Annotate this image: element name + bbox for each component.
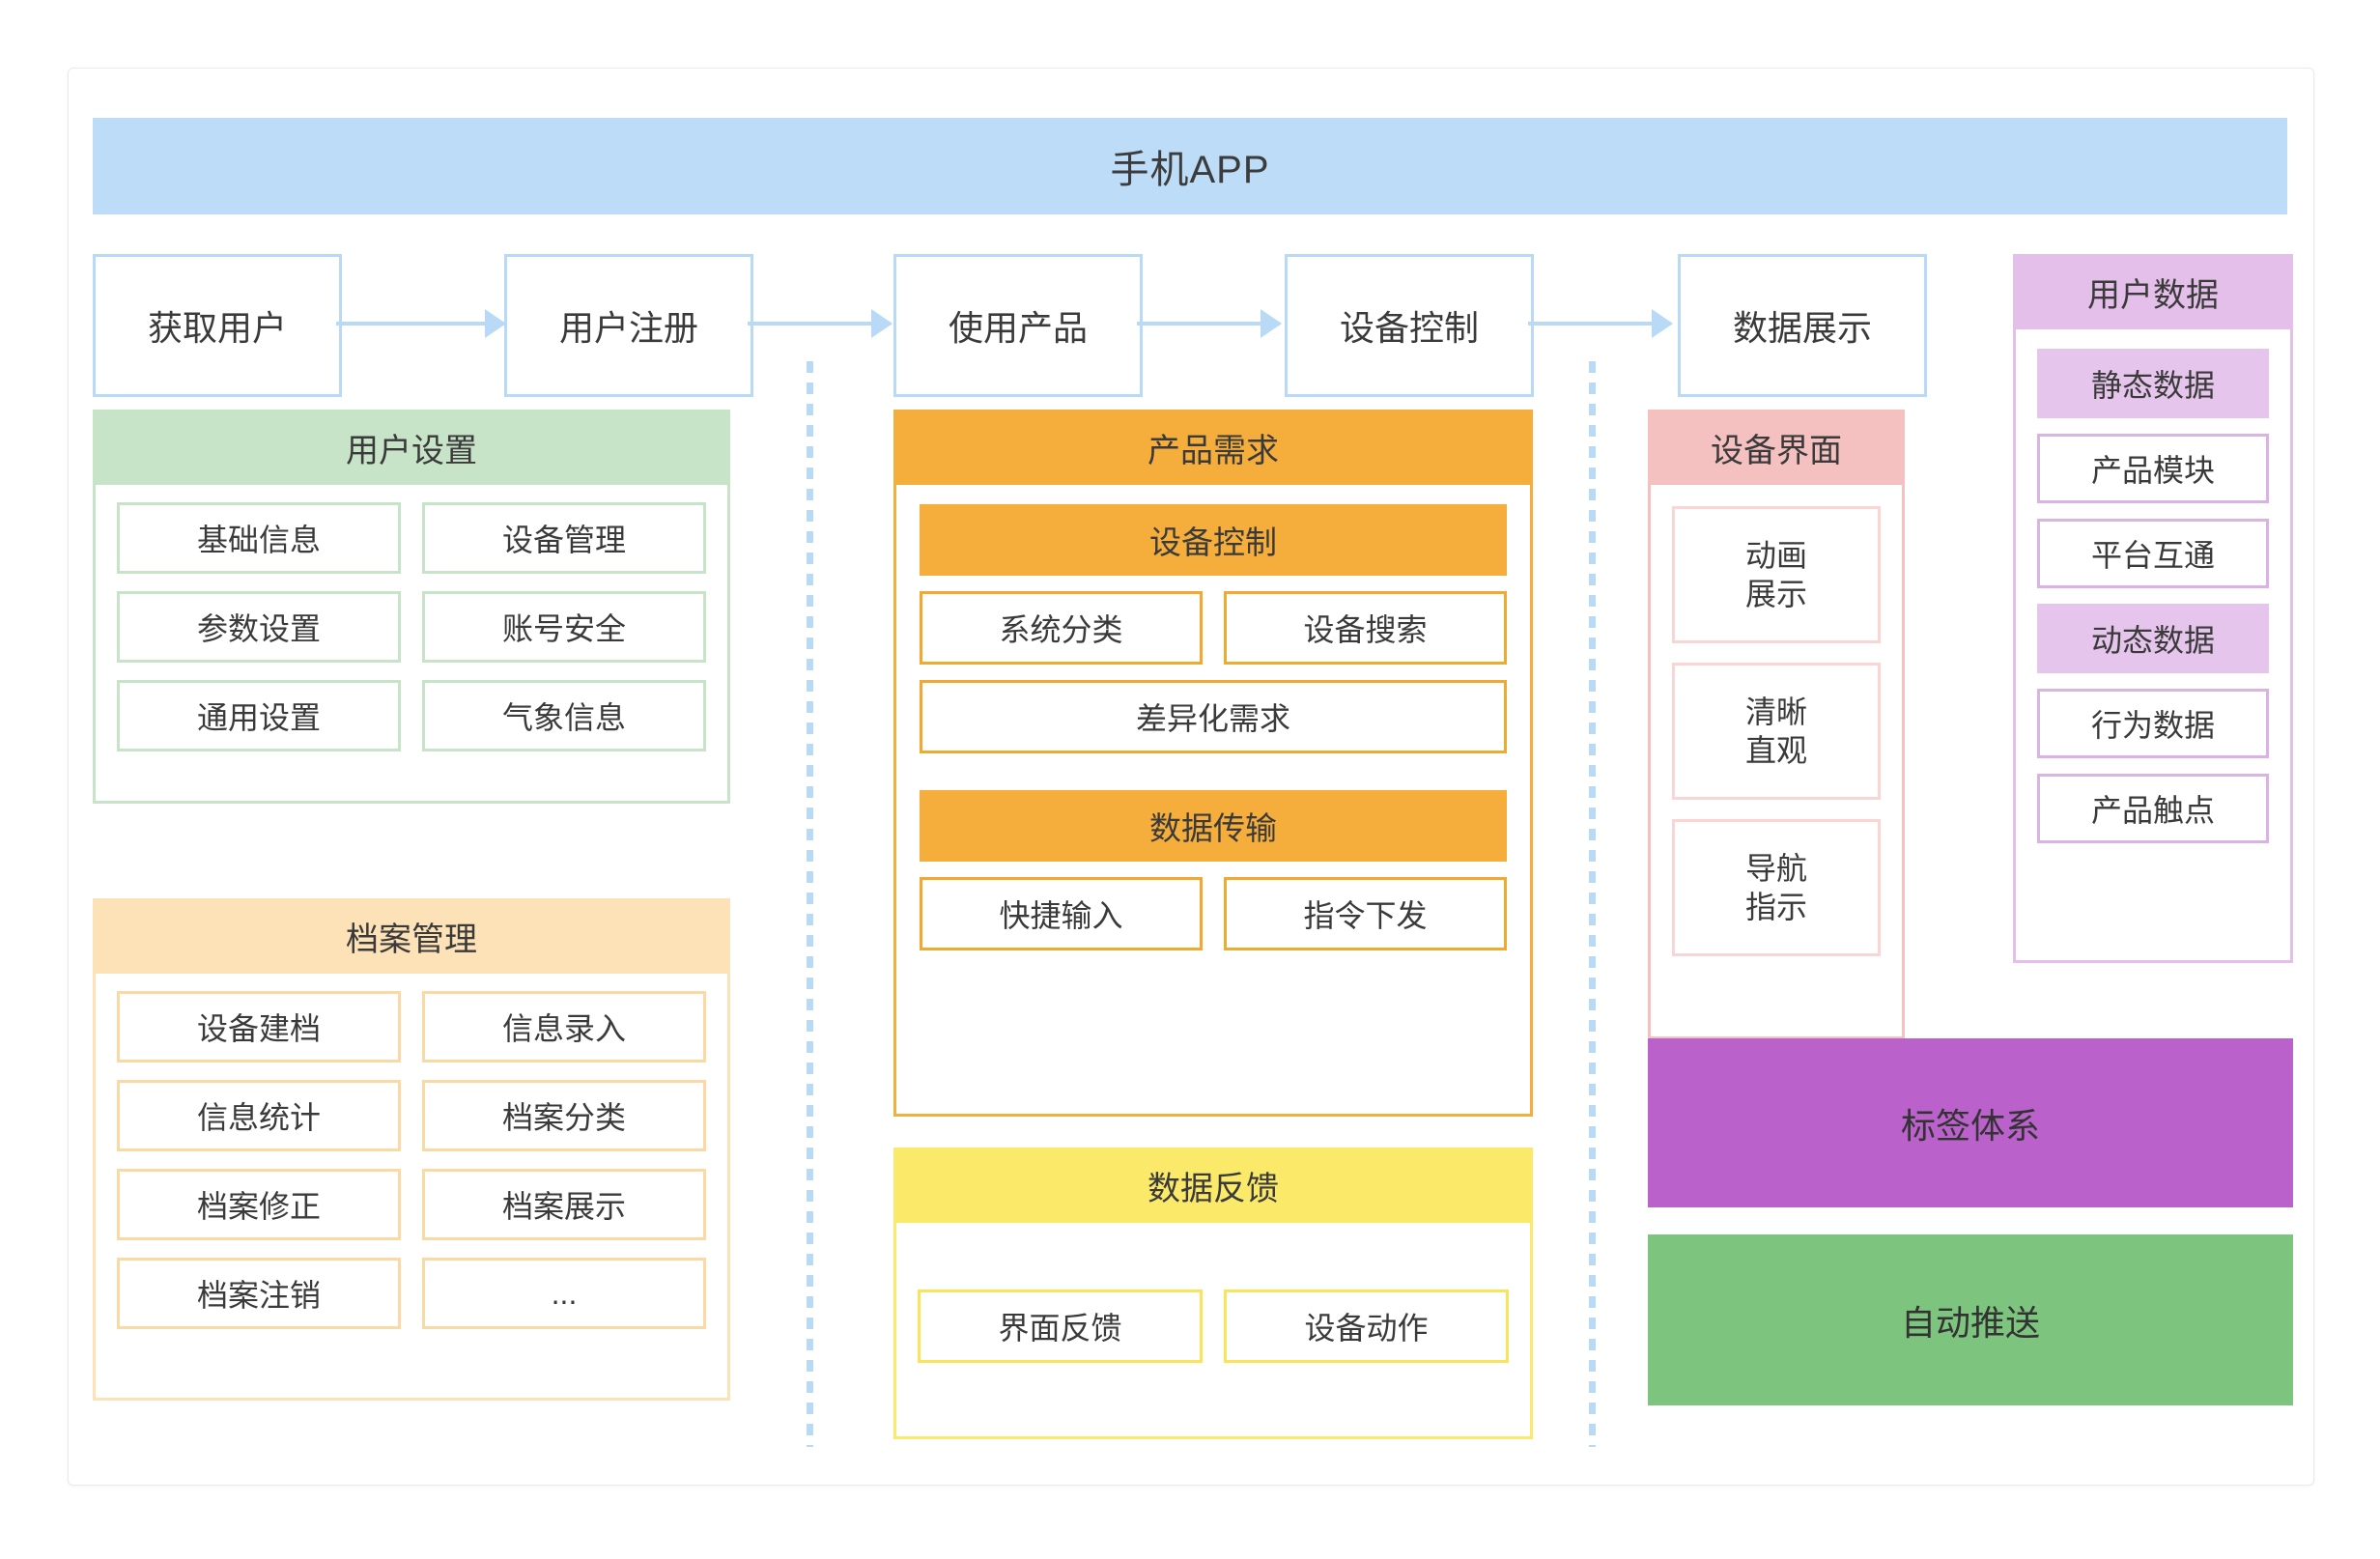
flow-step-device-control[interactable]: 设备控制 bbox=[1285, 254, 1534, 397]
group-device-control: 设备控制 bbox=[920, 504, 1507, 576]
cell-system-category[interactable]: 系统分类 bbox=[920, 591, 1203, 665]
cell-animation-display[interactable]: 动画 展示 bbox=[1672, 506, 1881, 643]
app-header-banner: 手机APP bbox=[93, 118, 2287, 214]
block-auto-push[interactable]: 自动推送 bbox=[1648, 1234, 2293, 1405]
panel-user-settings-title: 用户设置 bbox=[93, 410, 730, 485]
cell-navigation-indication[interactable]: 导航 指示 bbox=[1672, 819, 1881, 956]
cell-weather-info[interactable]: 气象信息 bbox=[422, 680, 706, 751]
cell-product-touchpoint[interactable]: 产品触点 bbox=[2037, 774, 2269, 843]
flow-arrow-2 bbox=[748, 309, 892, 338]
cell-archive-display[interactable]: 档案展示 bbox=[422, 1169, 706, 1240]
cell-platform-interop[interactable]: 平台互通 bbox=[2037, 519, 2269, 588]
panel-user-settings-body: 基础信息 设备管理 参数设置 账号安全 通用设置 气象信息 bbox=[93, 485, 730, 804]
panel-archive-title: 档案管理 bbox=[93, 898, 730, 974]
cell-command-issue[interactable]: 指令下发 bbox=[1224, 877, 1507, 950]
cell-archive-correction[interactable]: 档案修正 bbox=[117, 1169, 401, 1240]
flow-step-data-display[interactable]: 数据展示 bbox=[1678, 254, 1927, 397]
cell-archive-category[interactable]: 档案分类 bbox=[422, 1080, 706, 1151]
cell-device-search[interactable]: 设备搜索 bbox=[1224, 591, 1507, 665]
panel-user-data-title: 用户数据 bbox=[2013, 254, 2293, 329]
flow-step-use-product[interactable]: 使用产品 bbox=[893, 254, 1143, 397]
cell-basic-info[interactable]: 基础信息 bbox=[117, 502, 401, 574]
cell-clear-intuitive-line2: 直观 bbox=[1744, 733, 1807, 768]
cell-ui-feedback[interactable]: 界面反馈 bbox=[918, 1289, 1203, 1363]
cell-clear-intuitive-line1: 清晰 bbox=[1744, 694, 1807, 729]
block-tag-system[interactable]: 标签体系 bbox=[1648, 1038, 2293, 1207]
cell-param-settings[interactable]: 参数设置 bbox=[117, 591, 401, 663]
cell-animation-display-line1: 动画 bbox=[1744, 538, 1807, 573]
cell-clear-intuitive[interactable]: 清晰 直观 bbox=[1672, 663, 1881, 800]
panel-user-data-body: 静态数据 产品模块 平台互通 动态数据 行为数据 产品触点 bbox=[2013, 329, 2293, 963]
panel-data-feedback-title: 数据反馈 bbox=[893, 1148, 1533, 1223]
cell-general-settings[interactable]: 通用设置 bbox=[117, 680, 401, 751]
panel-product-requirements-body: 设备控制 系统分类 设备搜索 差异化需求 数据传输 快捷输入 指令下发 bbox=[893, 485, 1533, 1117]
cell-quick-input[interactable]: 快捷输入 bbox=[920, 877, 1203, 950]
flow-arrow-4 bbox=[1528, 309, 1673, 338]
panel-device-interface-title: 设备界面 bbox=[1648, 410, 1905, 485]
panel-product-requirements-title: 产品需求 bbox=[893, 410, 1533, 485]
panel-product-requirements: 产品需求 设备控制 系统分类 设备搜索 差异化需求 数据传输 快捷输入 指令下发 bbox=[893, 410, 1533, 1117]
cell-device-filing[interactable]: 设备建档 bbox=[117, 991, 401, 1063]
cell-differentiated-demand[interactable]: 差异化需求 bbox=[920, 680, 1507, 753]
panel-data-feedback-body: 界面反馈 设备动作 bbox=[893, 1223, 1533, 1439]
cell-account-security[interactable]: 账号安全 bbox=[422, 591, 706, 663]
panel-archive-management: 档案管理 设备建档 信息录入 信息统计 档案分类 档案修正 档案展示 档案注销 … bbox=[93, 898, 730, 1401]
column-divider-right bbox=[1589, 359, 1596, 1447]
panel-device-interface: 设备界面 动画 展示 清晰 直观 导航 指示 bbox=[1648, 410, 1905, 1039]
cell-navigation-indication-line1: 导航 bbox=[1744, 851, 1807, 886]
flow-arrow-1 bbox=[336, 309, 506, 338]
cell-archive-more[interactable]: ... bbox=[422, 1258, 706, 1329]
cell-info-statistics[interactable]: 信息统计 bbox=[117, 1080, 401, 1151]
panel-user-data: 用户数据 静态数据 产品模块 平台互通 动态数据 行为数据 产品触点 bbox=[2013, 254, 2293, 963]
cell-product-module[interactable]: 产品模块 bbox=[2037, 434, 2269, 503]
group-dynamic-data: 动态数据 bbox=[2037, 604, 2269, 673]
cell-behavior-data[interactable]: 行为数据 bbox=[2037, 689, 2269, 758]
cell-device-mgmt[interactable]: 设备管理 bbox=[422, 502, 706, 574]
flow-step-get-user[interactable]: 获取用户 bbox=[93, 254, 342, 397]
panel-archive-body: 设备建档 信息录入 信息统计 档案分类 档案修正 档案展示 档案注销 ... bbox=[93, 974, 730, 1401]
flow-arrow-3 bbox=[1137, 309, 1282, 338]
flow-step-user-register[interactable]: 用户注册 bbox=[504, 254, 753, 397]
column-divider-left bbox=[807, 359, 813, 1447]
cell-device-action[interactable]: 设备动作 bbox=[1224, 1289, 1509, 1363]
group-static-data: 静态数据 bbox=[2037, 349, 2269, 418]
app-header-title: 手机APP bbox=[1110, 149, 1270, 191]
panel-user-settings: 用户设置 基础信息 设备管理 参数设置 账号安全 通用设置 气象信息 bbox=[93, 410, 730, 804]
cell-animation-display-line2: 展示 bbox=[1744, 577, 1807, 611]
cell-navigation-indication-line2: 指示 bbox=[1744, 890, 1807, 924]
panel-data-feedback: 数据反馈 界面反馈 设备动作 bbox=[893, 1148, 1533, 1439]
cell-info-entry[interactable]: 信息录入 bbox=[422, 991, 706, 1063]
group-data-transfer: 数据传输 bbox=[920, 790, 1507, 862]
cell-archive-cancel[interactable]: 档案注销 bbox=[117, 1258, 401, 1329]
panel-device-interface-body: 动画 展示 清晰 直观 导航 指示 bbox=[1648, 485, 1905, 1039]
